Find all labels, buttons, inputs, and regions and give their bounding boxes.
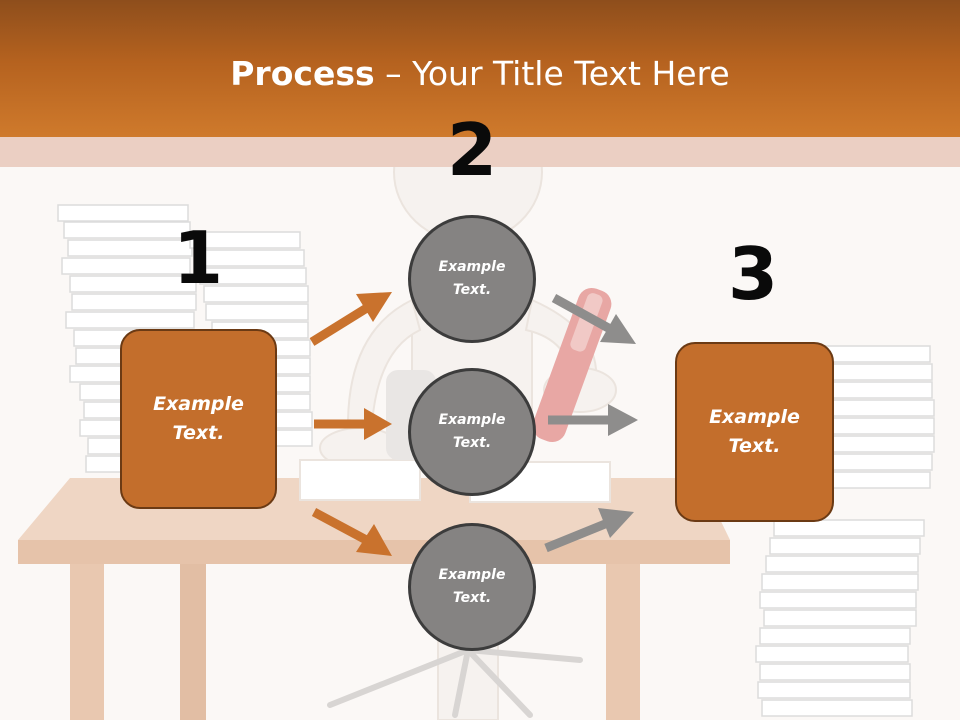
step-number-1: 1 <box>172 216 224 300</box>
desk <box>18 478 730 720</box>
chair <box>327 647 583 718</box>
step-3-text-line-1: Example <box>709 406 800 428</box>
step-1-text-line-1: Example <box>153 393 244 415</box>
title-strong: Process <box>230 54 375 93</box>
title-rest: – Your Title Text Here <box>374 54 730 93</box>
step-number-3: 3 <box>727 232 779 316</box>
step-1-text-line-2: Text. <box>172 422 225 444</box>
circle-top-text-line-2: Text. <box>452 282 492 298</box>
circle-top-text-line-1: Example <box>438 259 506 275</box>
slide-title: Process – Your Title Text Here <box>0 52 960 96</box>
circle-bottom-text-line-2: Text. <box>452 590 492 606</box>
circle-bottom-text-line-1: Example <box>438 567 506 583</box>
header-band <box>0 0 960 137</box>
step-number-2: 2 <box>446 108 498 192</box>
circle-middle-text-line-1: Example <box>438 412 506 428</box>
header-strip <box>0 137 960 167</box>
step-3-text-line-2: Text. <box>728 435 781 457</box>
circle-middle-text-line-2: Text. <box>452 435 492 451</box>
paper-stack-right <box>755 345 935 717</box>
